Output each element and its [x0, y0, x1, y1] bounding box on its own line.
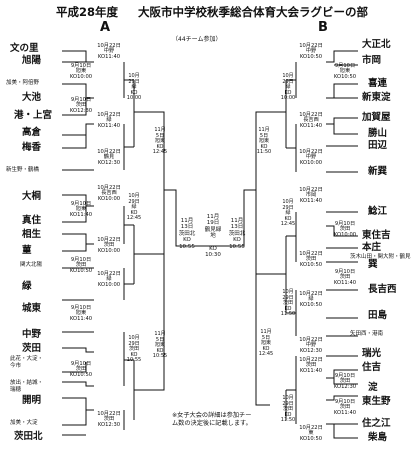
team-a-01: 文の里 — [10, 43, 39, 54]
team-b-17: 瑞光 — [362, 348, 382, 359]
team-b-11: 本庄 — [362, 242, 382, 253]
team-a-19: 放出・結城・瑞穂 — [10, 380, 44, 393]
team-a-08: 新生野・鶴橋 — [6, 167, 40, 173]
team-a-10: 真住 — [22, 215, 42, 226]
team-a-22: 茨田北 — [14, 431, 43, 442]
team-a-20: 開明 — [22, 395, 42, 406]
team-b-12: 茨木山田・関大附・鶴見 — [350, 254, 411, 260]
team-b-03: 喜連 — [368, 78, 388, 89]
team-a-15: 城東 — [22, 303, 42, 314]
team-a-04: 大池 — [22, 92, 42, 103]
team-a-02: 旭陽 — [22, 55, 42, 66]
team-a-13: 関大北陽 — [20, 262, 43, 268]
team-b-10: 東住吉 — [362, 230, 391, 241]
team-b-22: 柴島 — [368, 432, 388, 443]
team-a-06: 高倉 — [22, 127, 42, 138]
team-a-03: 加美・阿倍野 — [6, 80, 40, 86]
tournament-title: 大阪市中学校秋季総合体育大会ラグビーの部 — [138, 5, 368, 19]
team-b-06: 勝山 — [368, 128, 388, 139]
team-a-12: 菫 — [22, 245, 32, 256]
team-b-05: 加賀屋 — [362, 112, 391, 123]
team-b-02: 市岡 — [362, 55, 382, 66]
team-b-16: 矢田西・港南 — [350, 331, 384, 337]
team-a-16: 中野 — [22, 329, 42, 340]
team-a-09: 大桐 — [22, 191, 42, 202]
team-b-13: 巽 — [368, 259, 378, 270]
bracket-side-b-label: B — [318, 20, 328, 35]
team-b-14: 長吉西 — [368, 284, 397, 295]
team-b-09: 鯰江 — [368, 206, 388, 217]
team-b-08: 新巽 — [368, 166, 388, 177]
team-a-14: 緑 — [22, 281, 32, 292]
team-b-15: 田島 — [368, 310, 388, 321]
team-a-21: 加美・大淀 — [10, 420, 38, 426]
team-b-18: 住吉 — [362, 362, 382, 373]
bracket-side-a-label: A — [100, 20, 111, 35]
team-b-07: 田辺 — [368, 140, 388, 151]
participant-count: （44チーム参加） — [172, 36, 222, 43]
team-b-04: 新東淀 — [362, 92, 391, 103]
tournament-year: 平成28年度 — [56, 5, 119, 19]
team-a-05: 港・上宮 — [14, 110, 53, 121]
footnote: ※女子大会の詳細は参加チーム数の決定後に記載します。 — [172, 412, 252, 427]
team-a-07: 梅香 — [22, 142, 42, 153]
team-b-20: 東生野 — [362, 396, 391, 407]
team-b-19: 淀 — [368, 382, 378, 393]
team-b-01: 大正北 — [362, 39, 391, 50]
team-a-17: 茨田 — [22, 343, 42, 354]
team-b-21: 住之江 — [362, 418, 391, 429]
team-a-11: 相生 — [22, 229, 42, 240]
team-a-18: 此花・大淀・今市 — [10, 356, 44, 369]
